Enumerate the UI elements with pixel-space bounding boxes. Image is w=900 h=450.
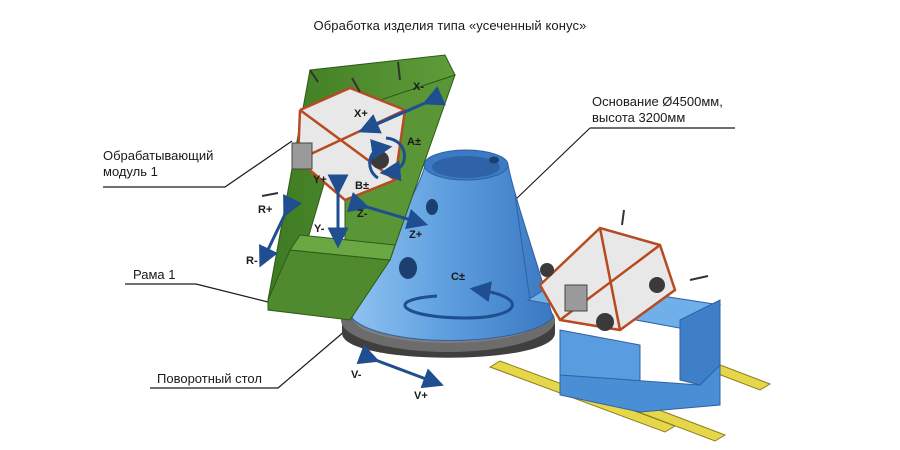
label-y-minus: Y-	[314, 223, 325, 235]
base-callout-label: Основание Ø4500мм, высота 3200мм	[592, 94, 723, 126]
base-leader-line	[514, 127, 735, 201]
x-arrow	[358, 86, 446, 134]
label-y-plus: Y+	[313, 174, 327, 186]
label-b: B±	[355, 180, 369, 192]
cone-top-inner	[432, 156, 500, 178]
label-v-plus: V+	[414, 390, 428, 402]
frame-callout-label: Рама 1	[133, 267, 176, 282]
label-z-minus: Z-	[357, 208, 368, 220]
v-arrow	[356, 344, 444, 389]
label-r-minus: R-	[246, 255, 258, 267]
base-callout-line-2: высота 3200мм	[592, 110, 686, 125]
axis-arrows	[259, 86, 446, 389]
label-c: C±	[451, 271, 465, 283]
cone-hole-side	[426, 199, 438, 215]
r-arrow	[259, 193, 303, 268]
module-callout-line-1: Обрабатывающий	[103, 148, 214, 163]
label-x-minus: X-	[413, 81, 424, 93]
table-callout-label: Поворотный стол	[157, 371, 262, 386]
label-z-plus: Z+	[409, 229, 422, 241]
module-callout-label: Обрабатывающий модуль 1	[103, 148, 213, 180]
module-callout-line-2: модуль 1	[103, 164, 158, 179]
z-arrow	[346, 191, 429, 230]
cone-hole-top	[489, 156, 499, 164]
cone-hole-low	[399, 257, 417, 279]
c-rotation-arrow	[403, 281, 514, 320]
table-leader-line	[150, 324, 353, 389]
label-x-plus: X+	[354, 108, 368, 120]
b-arrow	[368, 139, 393, 180]
fixture-arm	[679, 299, 721, 386]
label-r-plus: R+	[258, 204, 272, 216]
page-title: Обработка изделия типа «усеченный конус»	[313, 18, 587, 33]
base-callout-line-1: Основание Ø4500мм,	[592, 94, 723, 109]
processing-module-2	[526, 209, 722, 413]
label-v-minus: V-	[351, 369, 362, 381]
module-leader-line	[103, 140, 293, 188]
label-a: A±	[407, 136, 421, 148]
frame-leader-line	[125, 283, 281, 306]
callout-leaders	[103, 127, 735, 389]
